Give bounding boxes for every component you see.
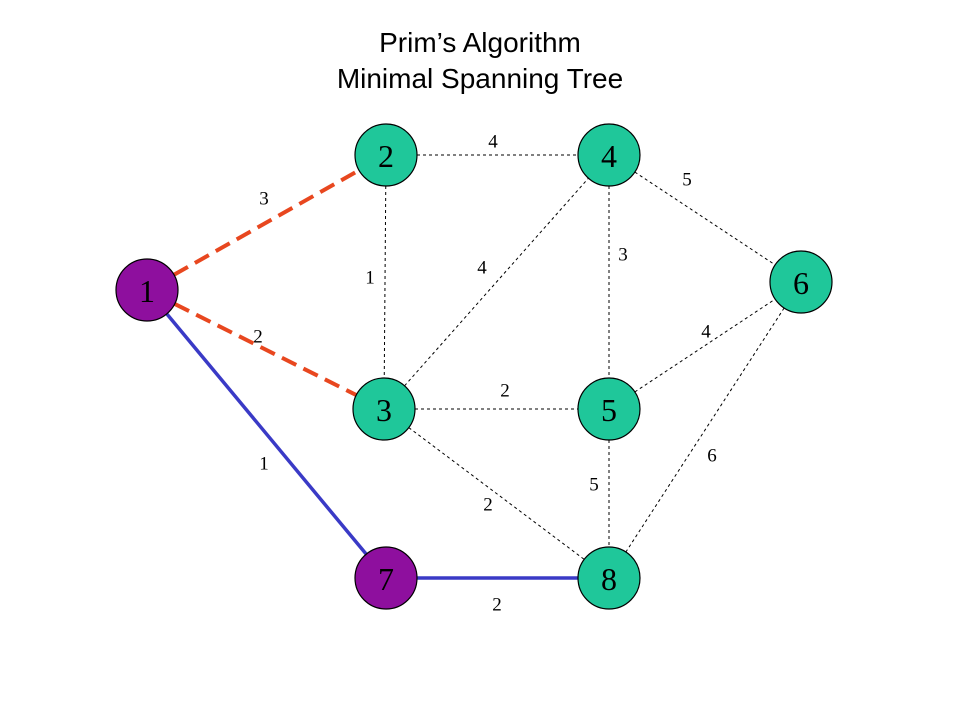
edge-weight-3-5: 2 <box>500 381 510 402</box>
node-label-4: 4 <box>601 138 617 174</box>
diagram-title-line-1: Prim’s Algorithm <box>379 27 581 58</box>
node-circle-7 <box>354 546 418 610</box>
node-1: 1 <box>115 258 179 322</box>
edge-weight-4-5: 3 <box>618 245 628 266</box>
edge-weight-1-2: 3 <box>259 189 269 210</box>
edge-2-3 <box>383 185 387 379</box>
edge-weight-6-8: 6 <box>707 446 717 467</box>
node-7: 7 <box>354 546 418 610</box>
edge-5-6 <box>634 298 776 393</box>
edge-weight-5-8: 5 <box>589 475 599 496</box>
node-3: 3 <box>352 377 416 441</box>
node-circle-1 <box>115 258 179 322</box>
diagram-title-line-2: Minimal Spanning Tree <box>336 63 624 94</box>
edge-3-4 <box>404 177 589 387</box>
edge-1-3 <box>173 302 358 397</box>
node-6: 6 <box>769 250 833 314</box>
edge-1-7 <box>165 312 368 556</box>
edge-weight-3-8: 2 <box>483 495 493 516</box>
node-circle-6 <box>769 250 833 314</box>
edge-weight-1-3: 2 <box>253 327 263 348</box>
nodes-layer: 1 2 3 4 5 6 7 8 <box>115 123 833 610</box>
node-label-8: 8 <box>601 561 617 597</box>
node-circle-8 <box>577 546 641 610</box>
edge-weight-5-6: 4 <box>701 322 711 343</box>
node-4: 4 <box>577 123 641 187</box>
node-label-2: 2 <box>378 138 394 174</box>
node-label-1: 1 <box>139 273 155 309</box>
edge-weights-layer: 3 2 1 2 4 1 4 3 5 2 4 2 5 6 <box>253 132 717 616</box>
edge-3-8 <box>408 427 585 560</box>
node-label-3: 3 <box>376 392 392 428</box>
node-label-7: 7 <box>378 561 394 597</box>
node-2: 2 <box>354 123 418 187</box>
edge-weight-4-6: 5 <box>682 170 692 191</box>
edge-weight-7-8: 2 <box>492 595 502 616</box>
edge-4-6 <box>634 171 776 266</box>
edge-1-2 <box>173 168 360 277</box>
edge-weight-1-7: 1 <box>259 454 269 475</box>
node-label-5: 5 <box>601 392 617 428</box>
node-label-6: 6 <box>793 265 809 301</box>
edge-weight-3-4: 4 <box>477 258 487 279</box>
node-circle-5 <box>577 377 641 441</box>
edges-layer <box>165 154 785 580</box>
edge-weight-2-3: 1 <box>365 268 375 289</box>
node-circle-4 <box>577 123 641 187</box>
edge-weight-2-4: 4 <box>488 132 498 153</box>
edge-6-8 <box>625 307 785 553</box>
node-8: 8 <box>577 546 641 610</box>
node-5: 5 <box>577 377 641 441</box>
node-circle-2 <box>354 123 418 187</box>
node-circle-3 <box>352 377 416 441</box>
